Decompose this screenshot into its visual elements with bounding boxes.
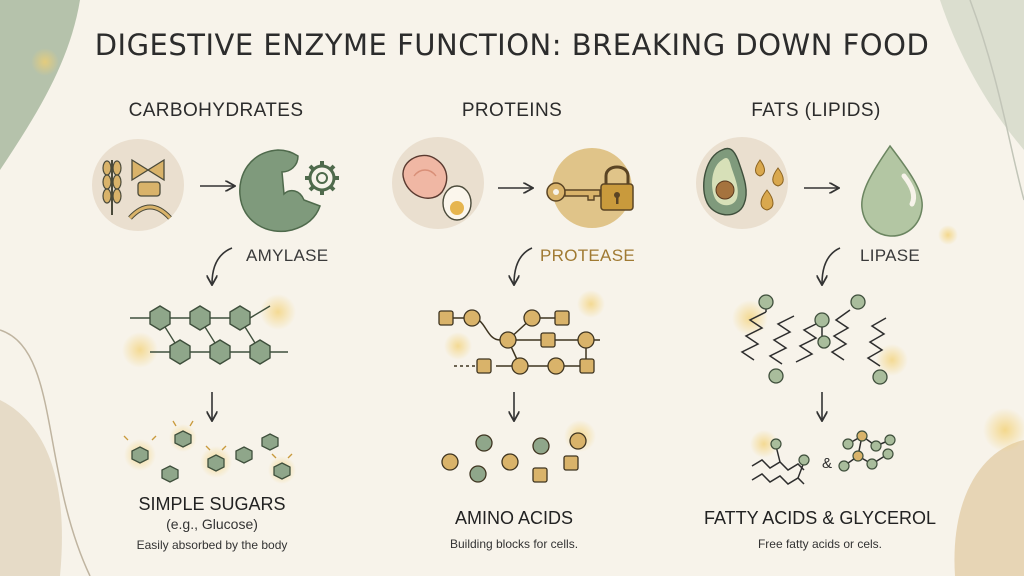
simple-sugars-label: SIMPLE SUGARS [138, 494, 286, 514]
glucose-molecules [123, 420, 296, 484]
lipase-label: LIPASE [860, 246, 921, 265]
triglyceride-molecule [732, 294, 908, 385]
protease-label: PROTEASE [540, 246, 635, 265]
protein-note: Building blocks for cells. [449, 537, 579, 551]
amylase-label: AMYLASE [246, 246, 329, 265]
carbohydrates-heading: CARBOHYDRATES [128, 100, 304, 121]
proteins-heading: PROTEINS [461, 100, 563, 121]
ampersand-symbol: & [822, 455, 832, 472]
avocado-and-drops-icon [696, 137, 788, 229]
glucose-example-label: (e.g., Glucose) [166, 516, 258, 532]
amino-acids-label: AMINO ACIDS [454, 508, 574, 528]
page-title: DIGESTIVE ENZYME FUNCTION: BREAKING DOWN… [94, 28, 930, 62]
corner-line-right [969, 0, 1024, 201]
carb-arrow-down-1 [212, 247, 233, 284]
corner-leaf-top-left [0, 0, 80, 170]
corner-blob-bottom-left [0, 400, 62, 576]
meat-and-egg-icon [392, 137, 484, 229]
key-and-lock-icon [546, 148, 634, 228]
polysaccharide-chain [122, 294, 296, 368]
glycerol-molecule [838, 430, 896, 472]
corner-blob-bottom-right [954, 440, 1024, 576]
fatty-acid-chains [750, 430, 810, 485]
puzzle-gear-enzyme-icon [239, 149, 339, 233]
carb-food-icon [92, 139, 184, 231]
fats-heading: FATS (LIPIDS) [751, 100, 881, 121]
fat-note: Free fatty acids or cels. [757, 537, 883, 551]
amino-acid-units [441, 420, 596, 483]
protein-arrow-down-1 [514, 247, 533, 284]
protein-chain [438, 290, 605, 375]
corner-line-left [0, 329, 91, 576]
fat-arrow-down-1 [822, 247, 841, 284]
oil-drop-icon [861, 144, 923, 237]
fatty-acids-glycerol-label: FATTY ACIDS & GLYCEROL [703, 508, 937, 528]
carb-note: Easily absorbed by the body [136, 538, 288, 552]
